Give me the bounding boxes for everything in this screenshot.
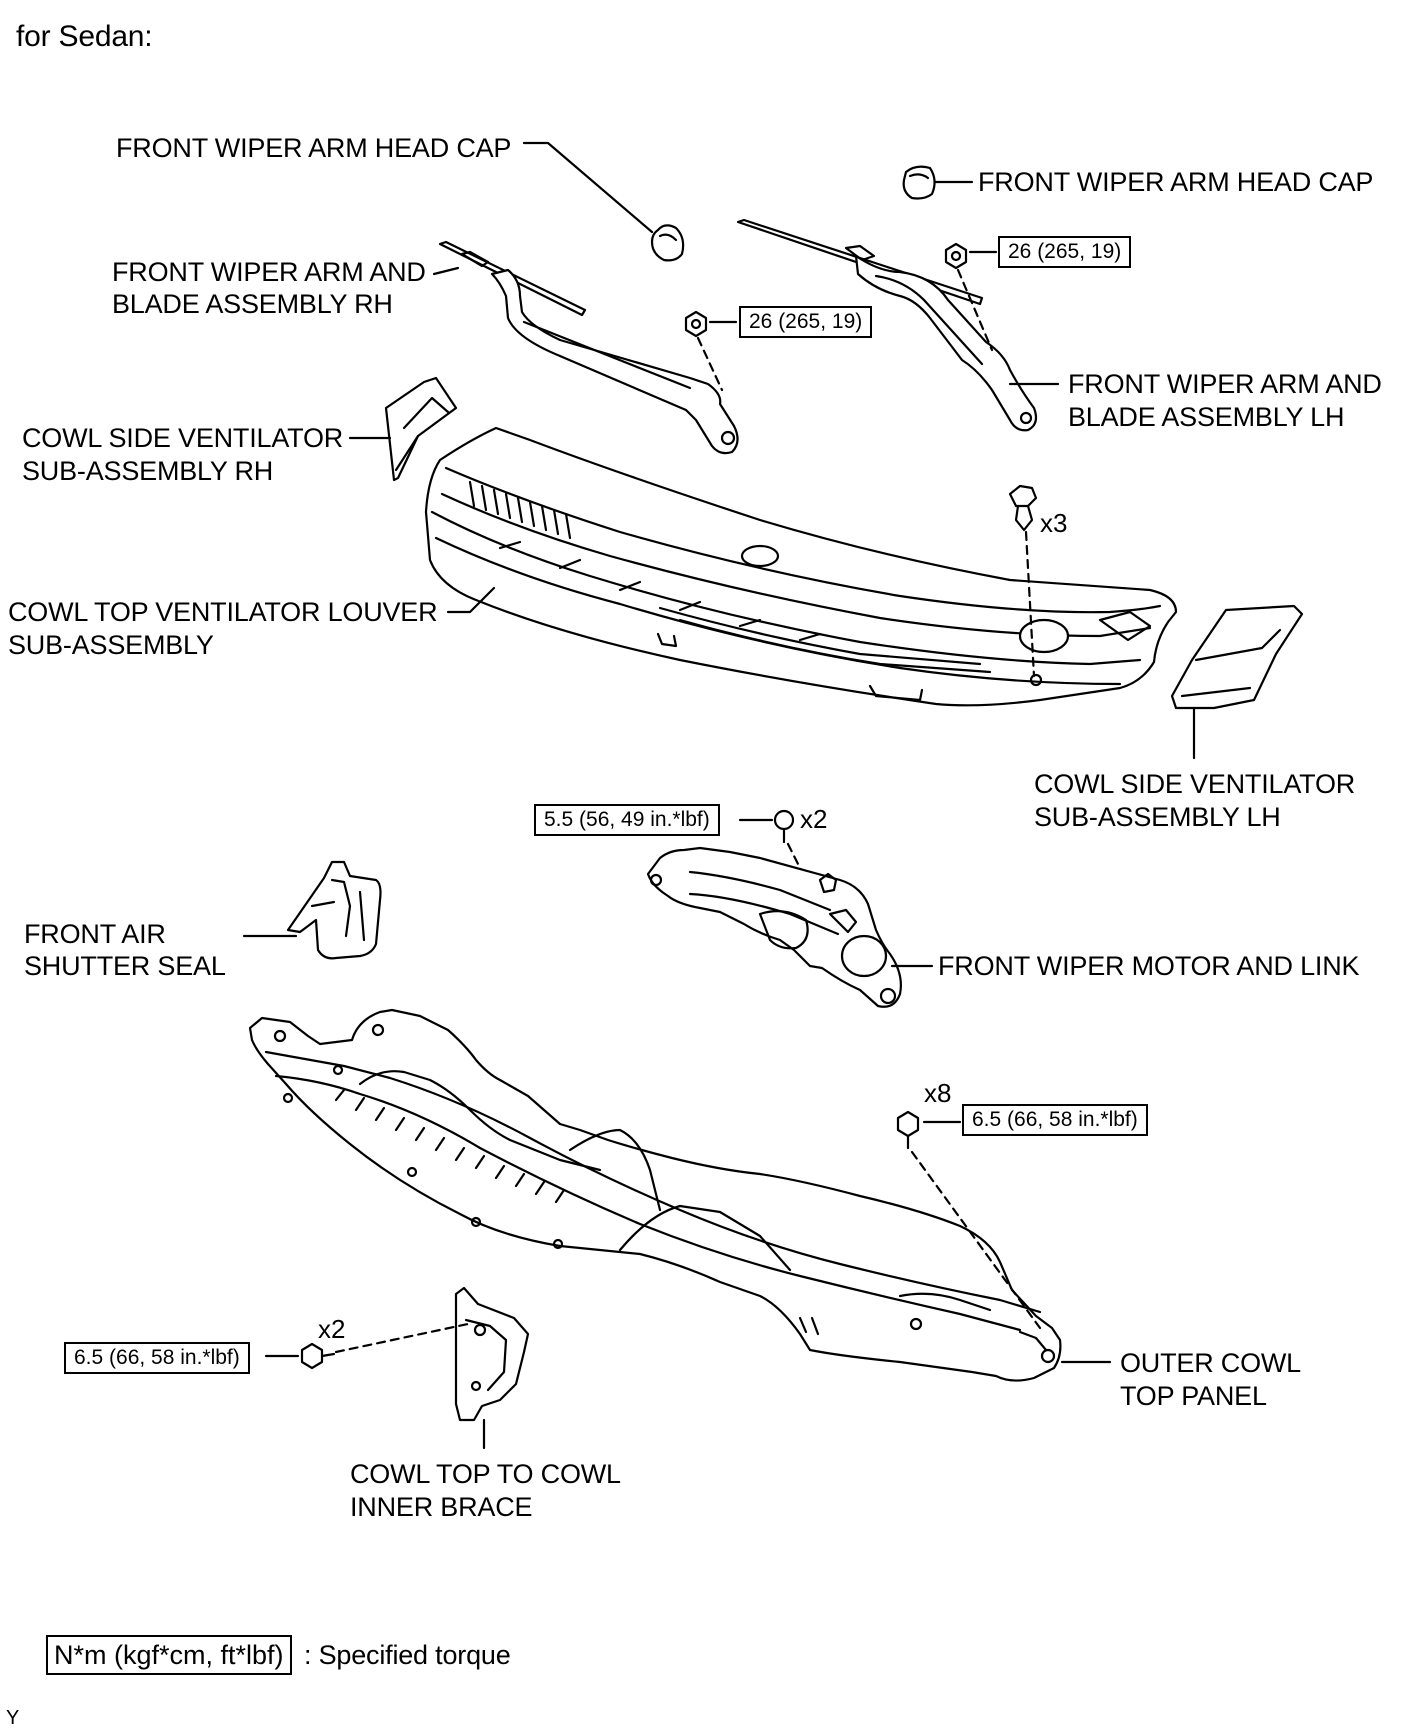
torque-box-brace: 6.5 (66, 58 in.*lbf) [64,1342,250,1374]
qty-clip: x3 [1040,508,1068,538]
nut-lh [944,242,968,270]
clip-part [1008,484,1038,532]
label-head-cap-rh: FRONT WIPER ARM HEAD CAP [116,133,512,163]
label-arm-lh-line1: FRONT WIPER ARM AND [1068,369,1382,399]
label-side-vent-lh-line2: SUB-ASSEMBLY LH [1034,802,1281,832]
brace-bolt [300,1342,336,1370]
dash-rh [696,336,724,392]
torque-box-arm-lh: 26 (265, 19) [998,236,1132,268]
nut-rh [684,310,708,338]
head-cap-lh-part [902,165,936,200]
wiper-arm-lh-part [736,218,1038,432]
page-header: for Sedan: [16,20,153,53]
qty-brace-bolt: x2 [318,1314,346,1344]
label-air-shutter-line2: SHUTTER SEAL [24,951,226,981]
outer-cowl-bolt [896,1110,920,1150]
label-brace-line2: INNER BRACE [350,1492,533,1522]
side-vent-lh-part [1170,604,1304,710]
label-louver-line2: SUB-ASSEMBLY [8,630,214,660]
label-side-vent-rh-line2: SUB-ASSEMBLY RH [22,456,274,486]
label-louver-line1: COWL TOP VENTILATOR LOUVER [8,597,438,627]
label-side-vent-lh-line1: COWL SIDE VENTILATOR [1034,769,1356,799]
leader-head-cap-rh [522,141,654,234]
label-motor-link: FRONT WIPER MOTOR AND LINK [938,951,1360,981]
label-arm-rh-line2: BLADE ASSEMBLY RH [112,289,393,319]
label-outer-cowl-line2: TOP PANEL [1120,1381,1267,1411]
head-cap-rh-part [650,224,685,262]
qty-outer-cowl-bolt: x8 [924,1078,952,1108]
dash-outer-cowl [910,1150,1042,1330]
leader-louver [446,586,496,614]
torque-box-outer-cowl: 6.5 (66, 58 in.*lbf) [962,1104,1148,1136]
torque-box-motor: 5.5 (56, 49 in.*lbf) [534,804,720,836]
side-vent-rh-part [384,376,458,482]
corner-mark: Y [6,1707,20,1729]
leader-arm-rh [432,266,460,276]
legend-torque-text: : Specified torque [304,1640,511,1670]
label-air-shutter-line1: FRONT AIR [24,919,166,949]
wiper-arm-rh-part [438,240,739,455]
label-arm-rh-line1: FRONT WIPER ARM AND [112,257,426,287]
label-outer-cowl-line1: OUTER COWL [1120,1348,1302,1378]
motor-link-part [646,846,902,1008]
brace-part [454,1286,530,1422]
label-side-vent-rh-line1: COWL SIDE VENTILATOR [22,423,344,453]
label-head-cap-lh: FRONT WIPER ARM HEAD CAP [978,167,1374,197]
motor-bolt [773,809,795,844]
qty-motor-bolt: x2 [800,804,828,834]
label-brace-line1: COWL TOP TO COWL [350,1459,621,1489]
dash-clip [1024,530,1036,678]
dash-lh [956,268,994,352]
louver-part [424,426,1178,707]
torque-box-arm-rh: 26 (265, 19) [739,306,873,338]
label-arm-lh-line2: BLADE ASSEMBLY LH [1068,402,1345,432]
air-shutter-seal-part [286,860,382,960]
dash-brace [334,1322,470,1354]
legend-torque-unit: N*m (kgf*cm, ft*lbf) [46,1635,292,1675]
outer-cowl-part [248,1008,1062,1382]
